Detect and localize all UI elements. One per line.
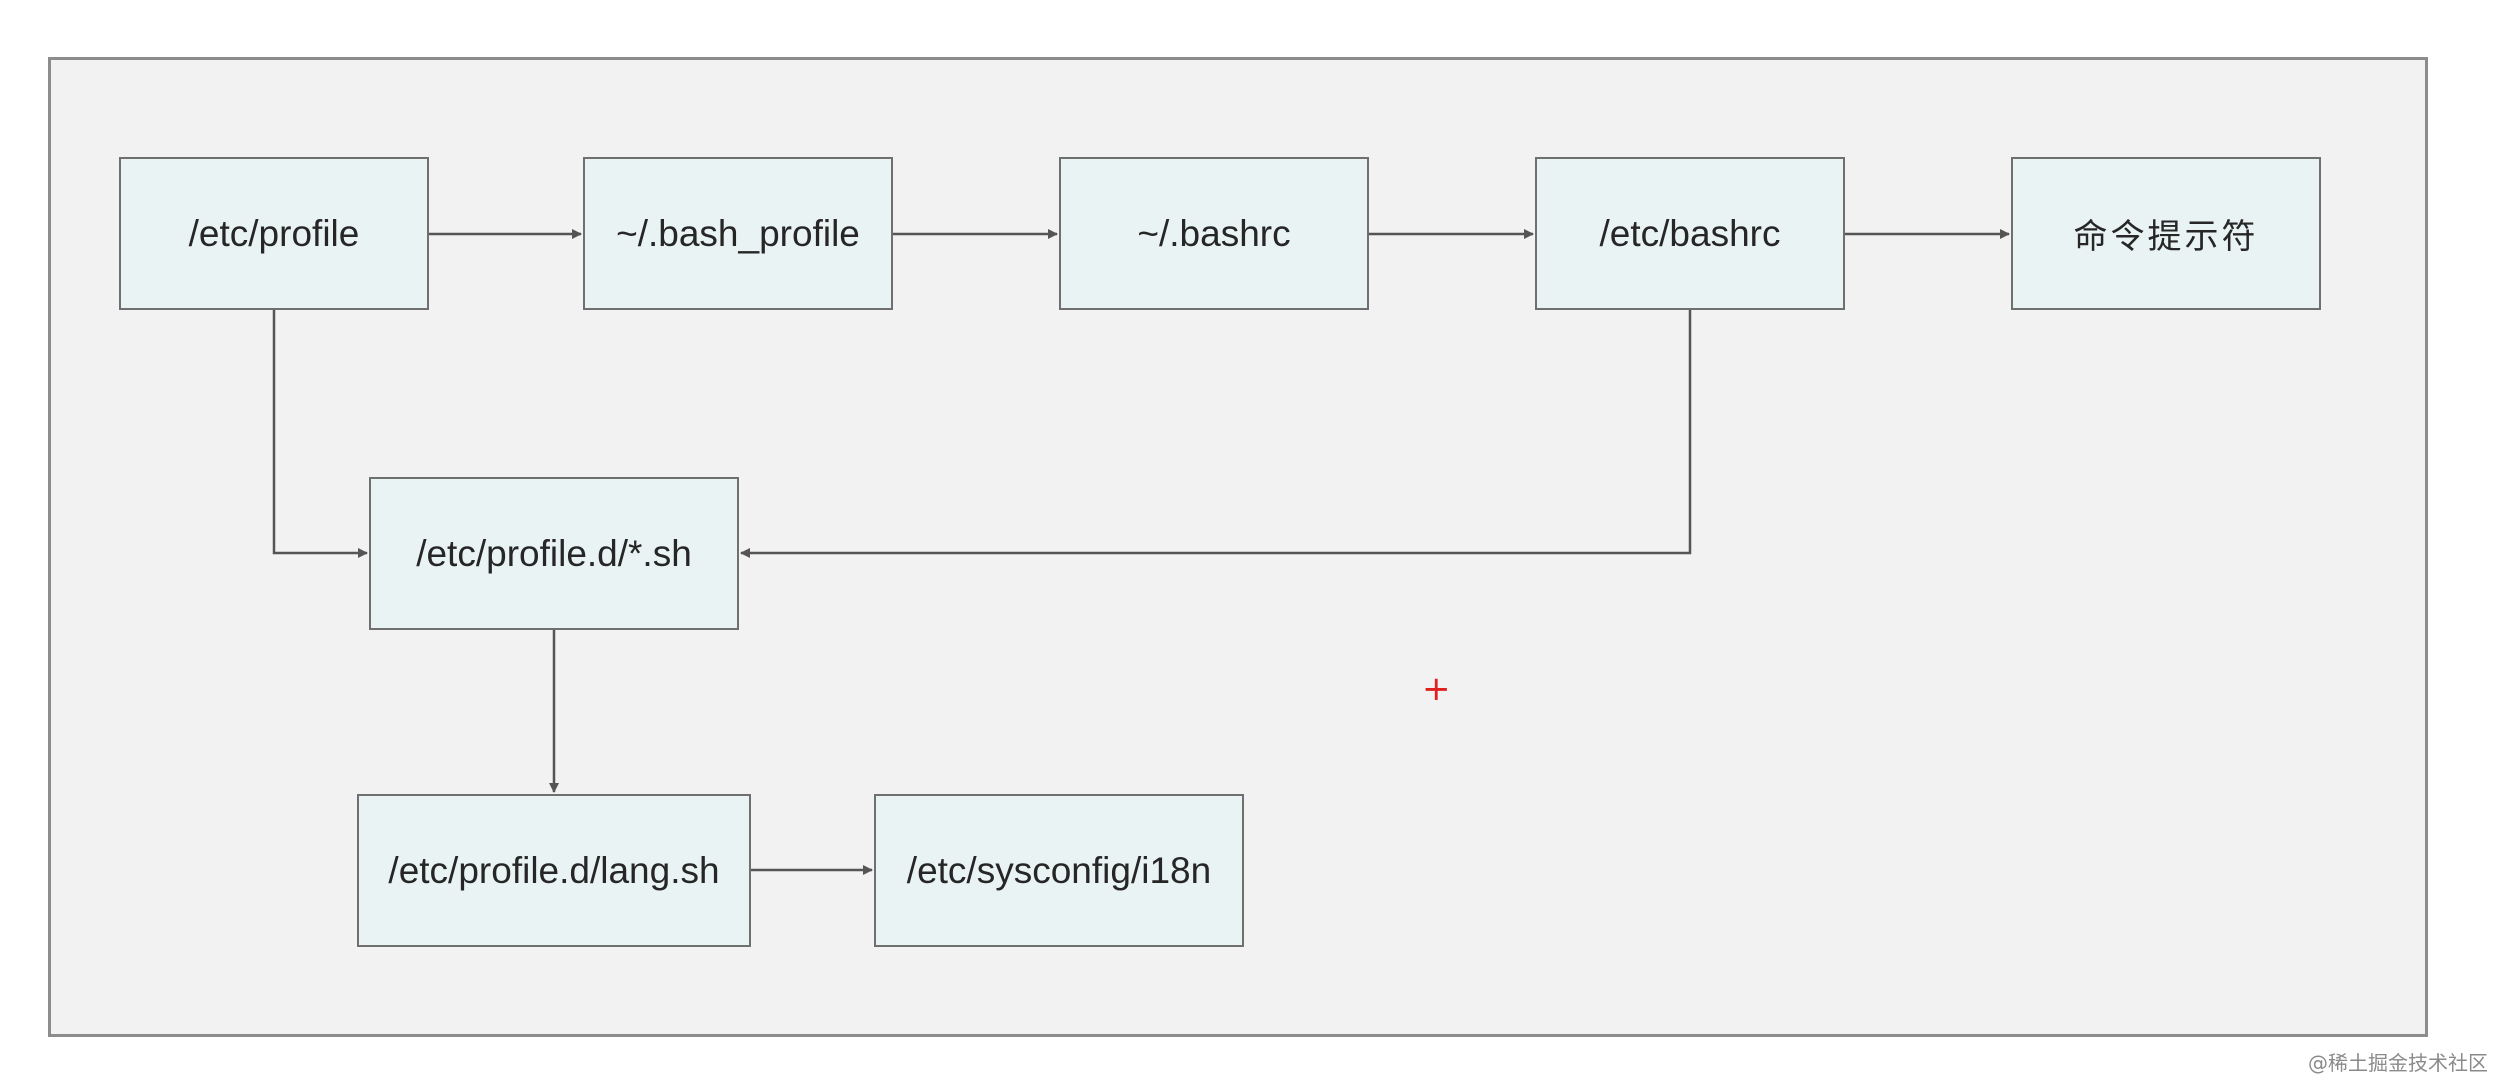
node-bash-profile: ~/.bash_profile: [583, 157, 893, 310]
node-label: ~/.bash_profile: [616, 212, 860, 254]
node-label: /etc/profile.d/*.sh: [416, 532, 692, 574]
watermark: @稀土掘金技术社区: [2308, 1051, 2488, 1075]
node-label: /etc/bashrc: [1599, 212, 1781, 254]
node-label: /etc/profile: [188, 212, 360, 254]
node-lang-sh: /etc/profile.d/lang.sh: [357, 794, 751, 947]
node-label: 命令提示符: [2073, 217, 2259, 257]
node-label: ~/.bashrc: [1137, 212, 1291, 254]
node-command-prompt: 命令提示符: [2011, 157, 2321, 310]
node-etc-profile: /etc/profile: [119, 157, 429, 310]
node-bashrc: ~/.bashrc: [1059, 157, 1369, 310]
node-label: /etc/profile.d/lang.sh: [388, 849, 720, 891]
node-label: /etc/sysconfig/i18n: [906, 849, 1212, 891]
node-profile-d-scripts: /etc/profile.d/*.sh: [369, 477, 739, 630]
node-etc-bashrc: /etc/bashrc: [1535, 157, 1845, 310]
node-sysconfig-i18n: /etc/sysconfig/i18n: [874, 794, 1244, 947]
crosshair-cursor-icon: +: [1422, 669, 1451, 709]
